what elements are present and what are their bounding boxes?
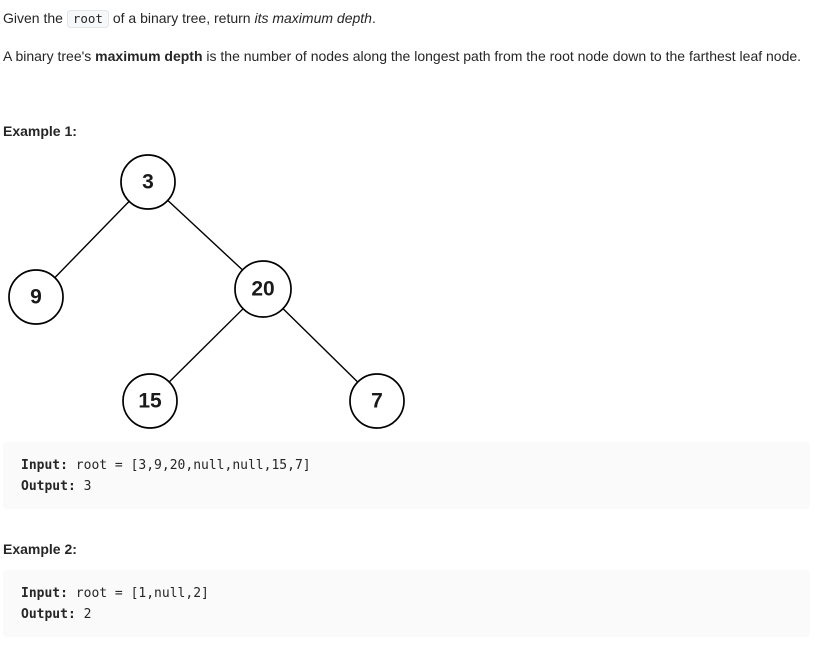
output-label: Output: — [21, 607, 76, 622]
statement-paragraph: Given the root of a binary tree, return … — [3, 8, 810, 29]
problem-description-page: Given the root of a binary tree, return … — [3, 8, 810, 637]
tree-node-label: 9 — [30, 286, 42, 309]
tree-node-label: 20 — [251, 278, 274, 301]
output-value: 2 — [75, 607, 92, 622]
example1-code-block: Input: root = [3,9,20,null,null,15,7] Ou… — [3, 442, 810, 509]
tree-node-label: 3 — [142, 171, 154, 194]
definition-bold-phrase: maximum depth — [95, 48, 203, 64]
tree-node-circle — [349, 373, 405, 429]
root-inline-code: root — [66, 10, 109, 28]
output-value: 3 — [75, 479, 92, 494]
tree-node-label: 15 — [138, 390, 162, 413]
statement-text-middle: of a binary tree, return — [108, 10, 255, 26]
statement-italic-phrase: its maximum depth — [254, 10, 372, 26]
statement-period: . — [371, 10, 376, 26]
input-value: root = [1,null,2] — [67, 586, 209, 601]
definition-paragraph: A binary tree's maximum depth is the num… — [3, 46, 810, 67]
definition-text-prefix: A binary tree's — [3, 48, 96, 64]
tree-node-circle — [8, 269, 64, 325]
example2-heading: Example 2: — [3, 541, 77, 557]
input-label: Input: — [21, 586, 68, 601]
tree-node-circle — [120, 154, 176, 210]
example2-code-block: Input: root = [1,null,2] Output: 2 — [3, 570, 810, 637]
output-label: Output: — [21, 479, 76, 494]
statement-text-prefix: Given the — [3, 10, 67, 26]
example1-tree-diagram: 3 9 20 15 7 — [3, 149, 810, 439]
example1-heading: Example 1: — [3, 123, 77, 139]
definition-text-suffix: is the number of nodes along the longest… — [202, 48, 802, 64]
tree-node-label: 7 — [371, 390, 383, 413]
tree-node-circle — [234, 260, 292, 318]
binary-tree-svg: 3 9 20 15 7 — [8, 154, 405, 429]
input-label: Input: — [21, 458, 68, 473]
tree-node-circle — [122, 373, 178, 429]
input-value: root = [3,9,20,null,null,15,7] — [67, 458, 311, 473]
